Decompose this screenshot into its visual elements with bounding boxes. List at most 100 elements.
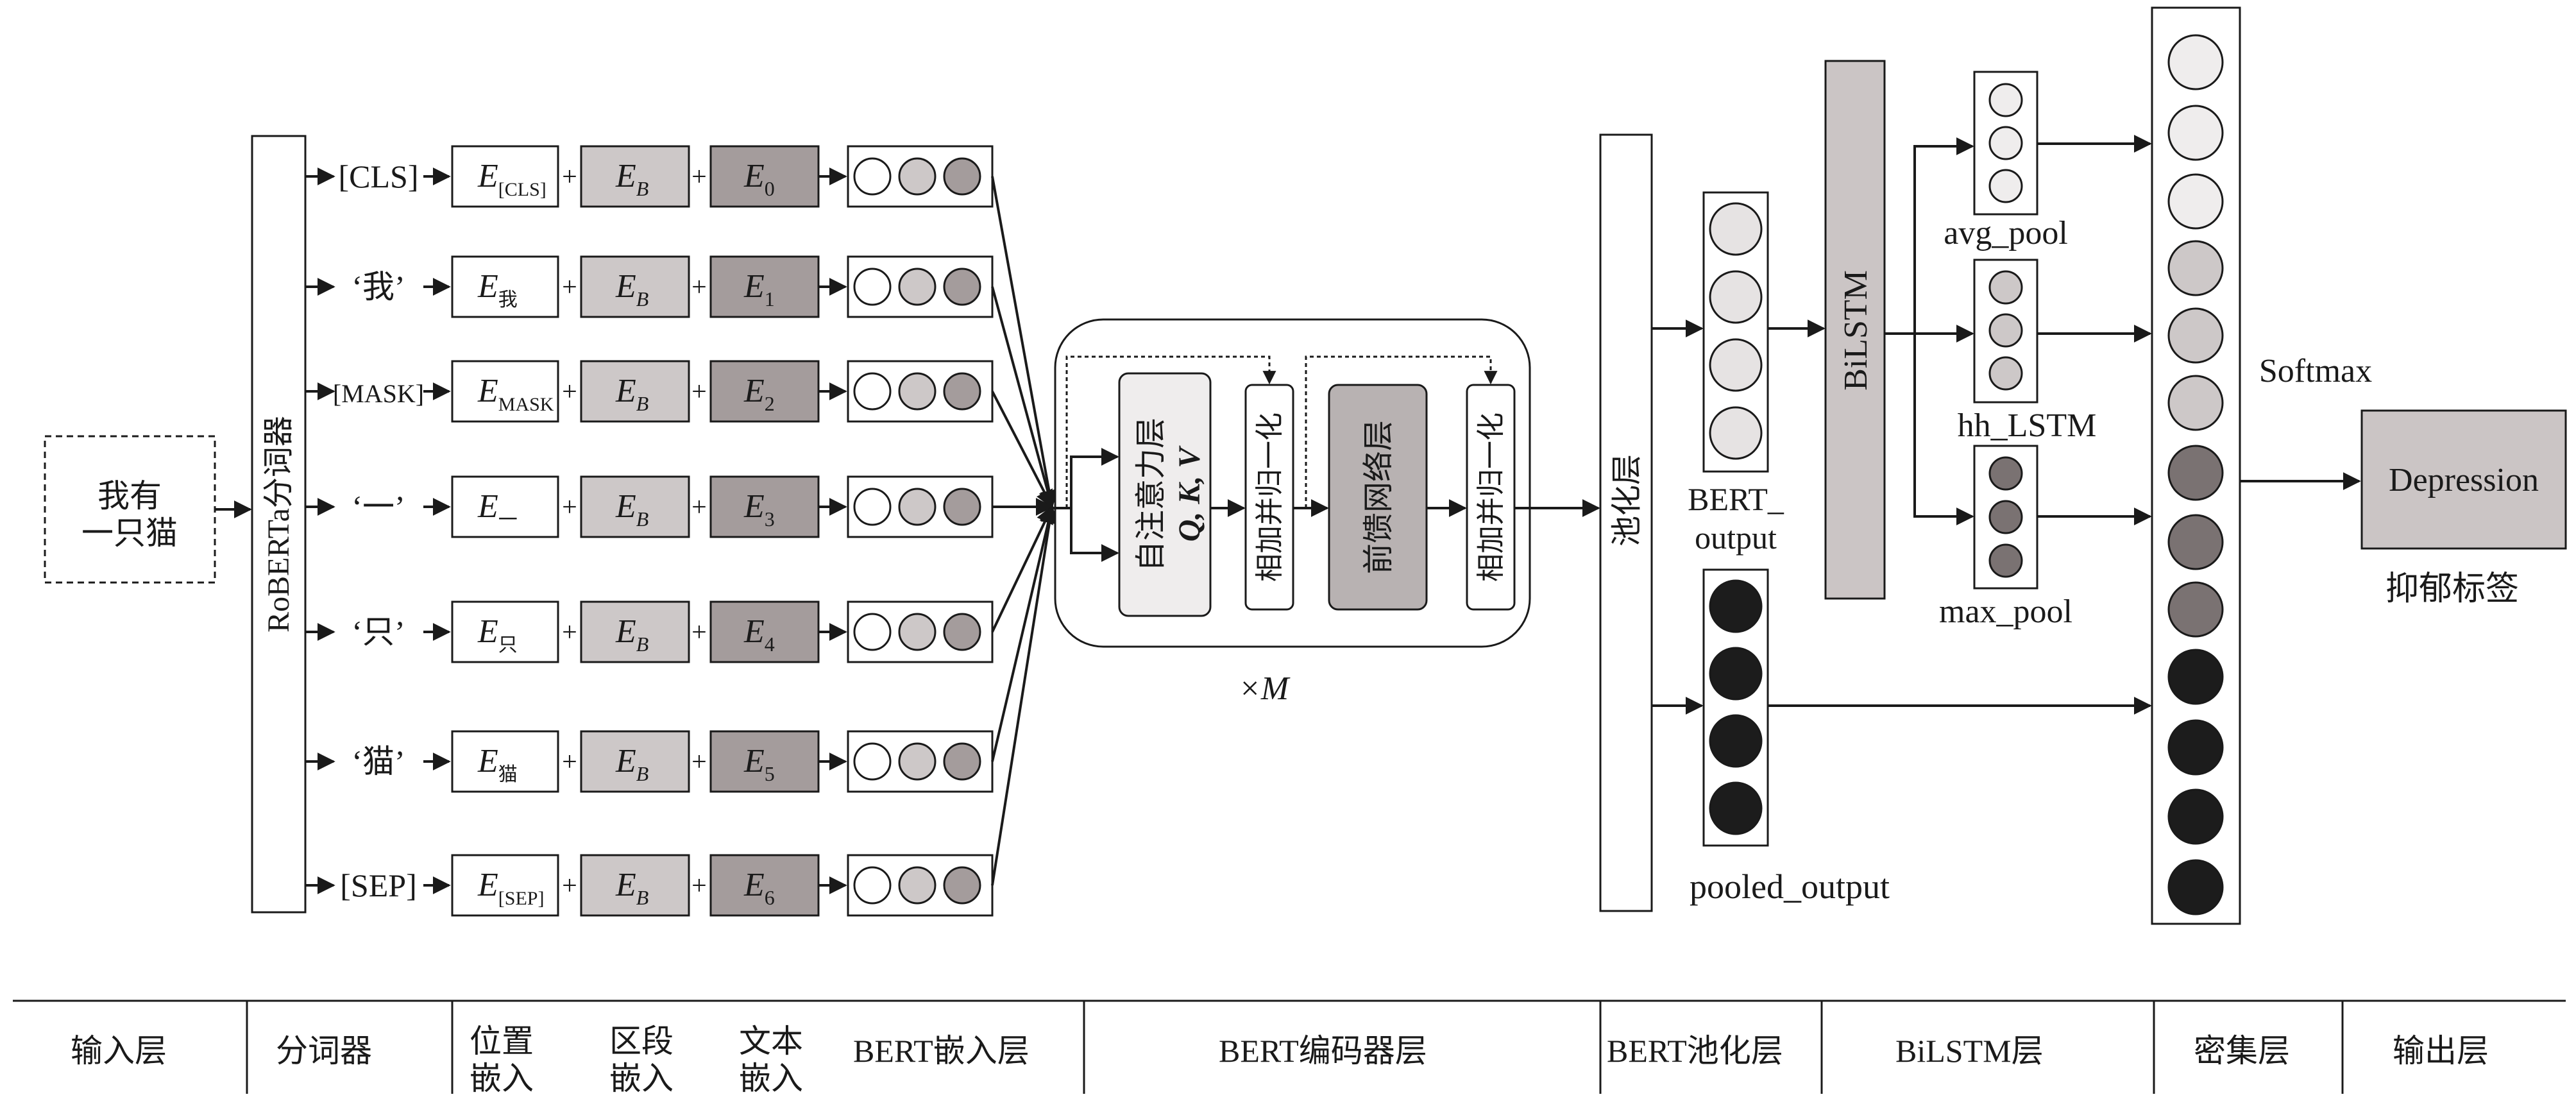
pooling-box	[1599, 133, 1653, 912]
position-embedding-box	[451, 475, 559, 538]
plus-sign: +	[691, 493, 707, 522]
embedding-node	[943, 613, 981, 651]
token-label: ‘只’	[352, 614, 405, 650]
position-embedding-box	[451, 854, 559, 917]
embedding-node	[898, 372, 936, 411]
plus-sign: +	[562, 493, 577, 522]
embedding-node	[853, 866, 892, 905]
embedding-node	[898, 613, 936, 651]
segment-embedding-box	[580, 600, 690, 663]
embedding-node	[943, 742, 981, 781]
embedding-node	[853, 268, 892, 306]
token-label: ‘我’	[352, 269, 405, 305]
max-pool-label: max_pool	[1939, 593, 2072, 630]
segment-embedding-box	[580, 854, 690, 917]
self-attention-box	[1118, 372, 1212, 617]
residual-1	[1065, 355, 1276, 508]
plus-sign: +	[691, 377, 707, 407]
embedding-node	[898, 488, 936, 526]
residual-2	[1305, 355, 1498, 508]
embedding-to-encoder-arrow	[991, 505, 1058, 886]
plus-sign: +	[691, 747, 707, 777]
embedding-node	[943, 372, 981, 411]
dense-node	[2167, 105, 2224, 161]
position-embedding-label: E[SEP]	[477, 867, 544, 909]
layer-label-position-embedding: 位置嵌入	[470, 1023, 534, 1096]
input-text-line1: 我有	[97, 478, 162, 514]
token-row: ‘一’E一+EB+E3	[305, 475, 1054, 538]
text-embedding-box	[709, 475, 820, 538]
layer-label-bilstm: BiLSTM层	[1895, 1033, 2044, 1069]
segment-embedding-box	[580, 145, 690, 208]
output-label: 抑郁标签	[2385, 571, 2519, 608]
encoder-split-lower	[1070, 508, 1119, 562]
token-label: [CLS]	[339, 158, 419, 194]
token-row: [CLS] E[CLS] + EB + E0	[305, 145, 1058, 509]
avg-pool-node	[1988, 169, 2023, 203]
avg-pool-label: avg_pool	[1944, 215, 2068, 251]
bert-output-label-line2: output	[1695, 520, 1777, 556]
token-label: ‘猫’	[352, 744, 405, 779]
text-embedding-box	[709, 145, 820, 208]
layer-label-output: 输出层	[2393, 1033, 2489, 1069]
bert-output-node	[1709, 270, 1763, 324]
layer-label-bert-encoder: BERT编码器层	[1219, 1033, 1427, 1069]
segment-embedding-box	[580, 475, 690, 538]
bert-output-node	[1709, 338, 1763, 392]
pooling-label: 池化层	[1610, 454, 1644, 547]
add-norm-label-2: 相加并归一化	[1475, 413, 1507, 582]
avg-pool-node	[1988, 126, 2023, 160]
position-embedding-box	[451, 360, 559, 423]
dense-node	[2167, 173, 2224, 230]
text-embedding-label: E5	[743, 743, 775, 785]
layer-label-dense: 密集层	[2194, 1033, 2290, 1069]
text-embedding-label: E3	[743, 488, 775, 531]
segment-embedding-box	[580, 360, 690, 423]
output-box-label: Depression	[2389, 462, 2539, 498]
hh-lstm-node	[1988, 270, 2023, 305]
token-rows: [CLS] E[CLS] + EB + E0‘我’ E我 + EB + E1 [MASK] EMASK +…	[305, 145, 1058, 917]
text-embedding-box	[709, 854, 820, 917]
position-embedding-label: EMASK	[477, 373, 554, 415]
embedding-node	[898, 268, 936, 306]
hh-lstm-label: hh_LSTM	[1958, 407, 2097, 444]
bert-output-label-line1: BERT_	[1688, 481, 1784, 517]
position-embedding-label: E[CLS]	[477, 158, 547, 200]
plus-sign: +	[691, 618, 707, 647]
plus-sign: +	[691, 871, 707, 901]
position-embedding-label: E猫	[477, 743, 518, 785]
pooled-output-node	[1709, 781, 1763, 835]
dense-node	[2167, 375, 2224, 431]
repeat-label: ×M	[1239, 670, 1291, 707]
avg-pool-node	[1988, 83, 2023, 117]
embedding-to-encoder-arrow	[991, 505, 1053, 633]
max-pool-node	[1988, 500, 2023, 534]
output-box	[2360, 409, 2567, 550]
segment-embedding-label: EB	[615, 158, 648, 200]
hh-lstm-node	[1988, 356, 2023, 391]
embedding-to-encoder-arrow	[991, 286, 1056, 509]
embedding-node	[943, 866, 981, 905]
text-embedding-label: E1	[743, 268, 775, 311]
dense-node	[2167, 649, 2224, 705]
plus-sign: +	[691, 162, 707, 192]
bert-output-node	[1709, 202, 1763, 256]
embedding-node	[853, 157, 892, 196]
embedding-to-encoder-arrow	[991, 176, 1058, 509]
segment-embedding-box	[580, 730, 690, 793]
token-label: [MASK]	[333, 379, 424, 408]
plus-sign: +	[562, 273, 577, 302]
dense-node	[2167, 240, 2224, 296]
token-row: [MASK]EMASK+EB+E2	[305, 360, 1053, 509]
dense-node	[2167, 514, 2224, 570]
pooled-output-node	[1709, 579, 1763, 633]
layer-label-segment-embedding: 区段嵌入	[609, 1023, 674, 1096]
text-embedding-label: E0	[743, 158, 775, 200]
layer-label-bert-pooling: BERT池化层	[1607, 1033, 1783, 1069]
dense-node	[2167, 719, 2224, 776]
embedding-node	[853, 372, 892, 411]
token-label: ‘一’	[352, 489, 405, 525]
position-embedding-box	[451, 600, 559, 663]
position-embedding-label: E我	[477, 268, 518, 311]
